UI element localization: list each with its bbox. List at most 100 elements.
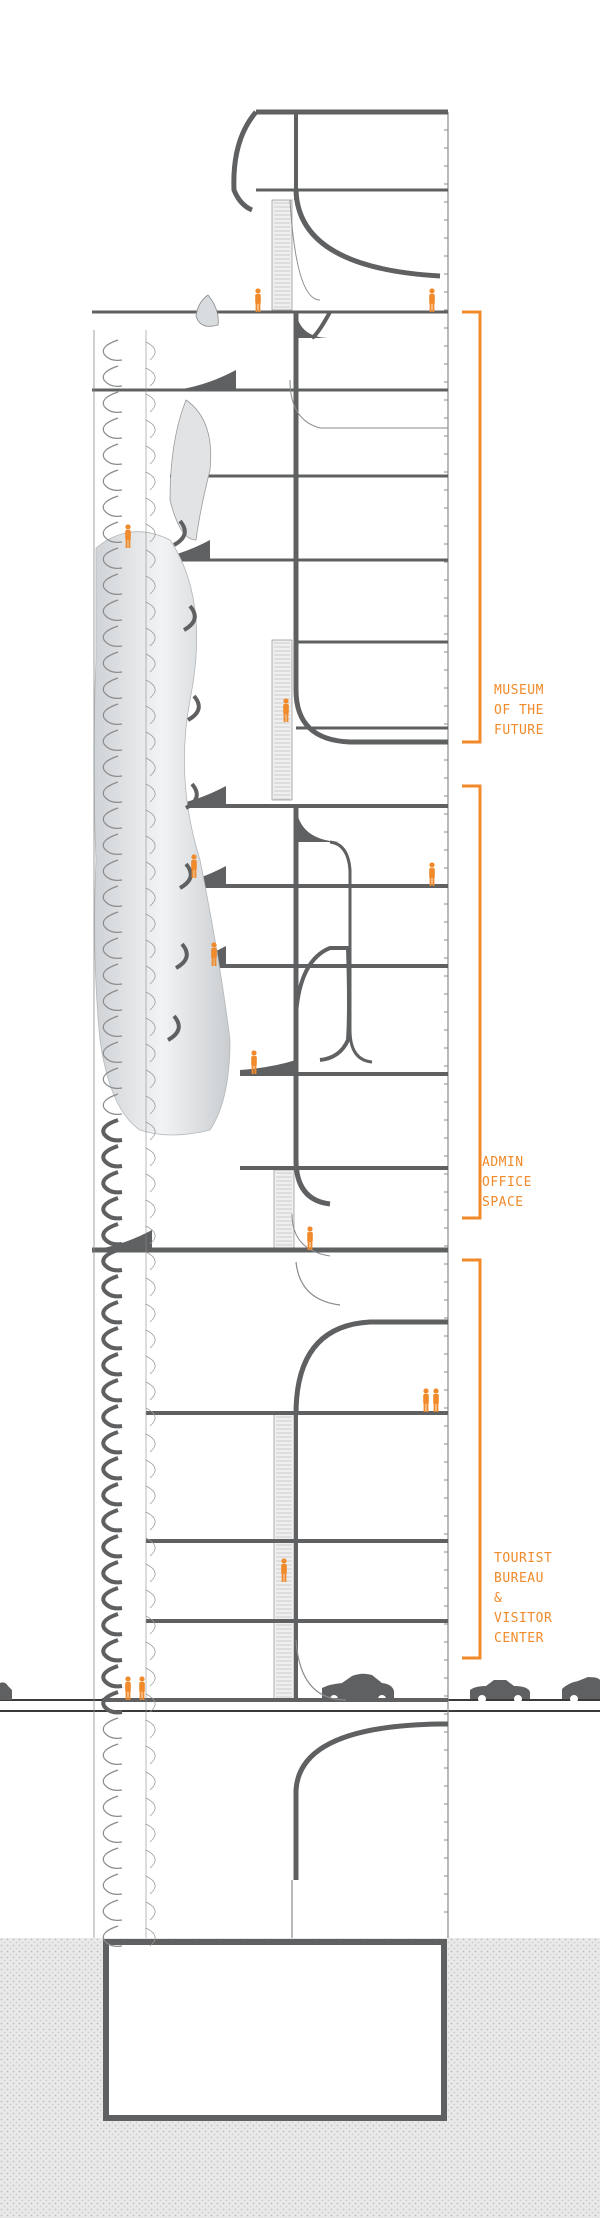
facade-fin bbox=[145, 1043, 156, 1063]
facade-fin bbox=[145, 1849, 156, 1869]
facade-fin bbox=[101, 1664, 123, 1689]
facade-ticks bbox=[444, 129, 448, 1913]
facade-fin bbox=[102, 1899, 123, 1921]
admin-lower-flare bbox=[240, 1060, 296, 1074]
facade-fin bbox=[145, 1589, 156, 1609]
facade-fin bbox=[145, 1277, 156, 1297]
facade-fin bbox=[184, 782, 199, 810]
facade-fin bbox=[145, 887, 156, 907]
person-figure bbox=[191, 854, 197, 878]
facade-fin bbox=[145, 601, 156, 621]
facade-fin bbox=[166, 1014, 181, 1042]
facade-fin bbox=[145, 1485, 156, 1505]
facade-fin bbox=[102, 391, 123, 413]
facade-fin bbox=[145, 1459, 156, 1479]
facade-fin bbox=[102, 1795, 123, 1817]
facade-fin bbox=[145, 1225, 156, 1245]
facade-fin bbox=[145, 1173, 156, 1193]
facade-fin bbox=[102, 833, 123, 855]
facade-fin bbox=[102, 755, 123, 777]
person-figure bbox=[139, 1676, 145, 1700]
facade-fin bbox=[101, 1248, 123, 1273]
facade-fin bbox=[101, 1690, 123, 1715]
zone-annotations: MUSEUM OF THE FUTURE ADMIN OFFICE SPACE … bbox=[462, 310, 552, 1660]
facade-fin bbox=[101, 1196, 123, 1221]
basement bbox=[103, 1939, 447, 2121]
facade-fin bbox=[101, 1222, 123, 1247]
facade-fin bbox=[145, 549, 156, 569]
person-figure bbox=[125, 1676, 131, 1700]
facade-fin bbox=[102, 339, 123, 361]
facade-fin bbox=[102, 963, 123, 985]
facade-fin bbox=[101, 1430, 123, 1455]
facade-fin bbox=[102, 1093, 123, 1115]
facade-fin bbox=[102, 1925, 123, 1947]
car-icon bbox=[0, 1682, 12, 1700]
facade-fin bbox=[101, 1612, 123, 1637]
facade-fin bbox=[145, 1797, 156, 1817]
facade-fin bbox=[145, 393, 156, 413]
facade-fin bbox=[145, 1303, 156, 1323]
bracket-tourist bbox=[462, 1258, 482, 1660]
glass-ribbon bbox=[93, 531, 231, 1136]
facade-fin bbox=[145, 1875, 156, 1895]
admin-flare bbox=[296, 805, 340, 842]
person-figure bbox=[281, 1558, 287, 1582]
facade-fin bbox=[145, 1355, 156, 1375]
facade-fin bbox=[102, 859, 123, 881]
facade-fin bbox=[145, 523, 156, 543]
facade-fin bbox=[145, 1251, 156, 1271]
tourist-bottom-curve bbox=[295, 1639, 347, 1701]
facade-fin bbox=[102, 495, 123, 517]
facade-fin bbox=[145, 1823, 156, 1843]
facade-fin bbox=[145, 497, 156, 517]
facade-fin bbox=[145, 1719, 156, 1739]
facade-fin bbox=[145, 783, 156, 803]
zone-label-museum: MUSEUM OF THE FUTURE bbox=[494, 683, 552, 738]
facade-fin bbox=[145, 1745, 156, 1765]
facade-fin bbox=[102, 1847, 123, 1869]
facade-fin bbox=[145, 731, 156, 751]
floor-flare bbox=[166, 866, 226, 886]
facade-fin bbox=[102, 677, 123, 699]
facade-fin bbox=[145, 1381, 156, 1401]
person-figure bbox=[423, 1388, 429, 1412]
mid-ribbon bbox=[169, 399, 212, 541]
facade-fin bbox=[102, 1015, 123, 1037]
facade-fin bbox=[101, 1404, 123, 1429]
floor-flare bbox=[296, 312, 330, 338]
floor-flare bbox=[150, 540, 210, 560]
facade-fin bbox=[145, 991, 156, 1011]
facade-fin bbox=[102, 989, 123, 1011]
facade-fin bbox=[102, 1873, 123, 1895]
thin-curve bbox=[291, 1213, 331, 1257]
facade-fin bbox=[101, 1560, 123, 1585]
below-street-sweep bbox=[293, 1721, 448, 1880]
person-figure bbox=[429, 288, 435, 312]
zone-label-admin: ADMIN OFFICE SPACE bbox=[482, 1155, 540, 1210]
facade-fin bbox=[102, 625, 123, 647]
facade-fin bbox=[145, 1199, 156, 1219]
facade-fin bbox=[102, 547, 123, 569]
facade-fin bbox=[145, 1615, 156, 1635]
facade-fin bbox=[145, 705, 156, 725]
facade-fin bbox=[102, 1717, 123, 1739]
facade-fin bbox=[145, 653, 156, 673]
facade-fin bbox=[102, 703, 123, 725]
facade-fin bbox=[102, 1067, 123, 1089]
facade-fin bbox=[145, 575, 156, 595]
facade-fin bbox=[145, 809, 156, 829]
upper-sweep-curve bbox=[293, 189, 441, 279]
facade-fin bbox=[102, 599, 123, 621]
car-icon bbox=[562, 1677, 600, 1699]
facade-fin bbox=[174, 942, 189, 970]
bracket-museum bbox=[462, 310, 482, 744]
facade-fin bbox=[145, 1147, 156, 1167]
facade-fin bbox=[101, 1274, 123, 1299]
bracket-admin bbox=[462, 784, 482, 1220]
facade-fin bbox=[102, 911, 123, 933]
facade-fin bbox=[145, 1537, 156, 1557]
person-figure bbox=[251, 1050, 257, 1074]
facade-fin bbox=[145, 1095, 156, 1115]
